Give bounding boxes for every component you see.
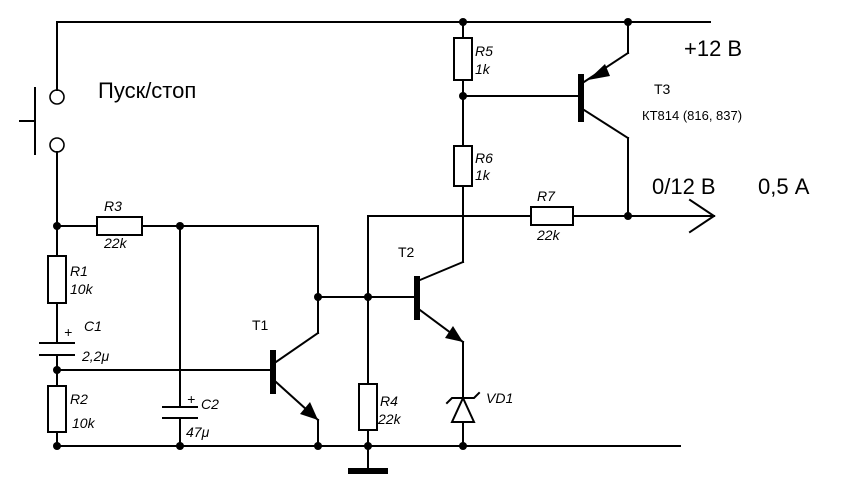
r3-name: R3 <box>104 198 122 214</box>
r3-value: 22k <box>103 235 128 251</box>
r5-resistor <box>453 37 473 81</box>
r4-resistor <box>358 383 378 431</box>
vd1-zener-diode <box>445 391 481 423</box>
output-current-label: 0,5 А <box>758 174 810 199</box>
t1-transistor <box>270 331 320 422</box>
r6-value: 1k <box>475 167 491 183</box>
t3-part-number: КТ814 (816, 837) <box>642 108 742 123</box>
junction-dots <box>53 18 632 450</box>
r7-value: 22k <box>536 227 561 243</box>
c2-capacitor <box>162 406 198 419</box>
supply-voltage-label: +12 В <box>684 36 742 61</box>
ground-icon <box>348 445 388 474</box>
r2-value: 10k <box>72 415 96 431</box>
t1-label: T1 <box>252 317 269 333</box>
output-voltage-label: 0/12 В <box>652 174 716 199</box>
t3-transistor <box>578 51 630 140</box>
c1-polarity: + <box>64 324 72 340</box>
start-stop-switch <box>19 87 65 155</box>
r5-value: 1k <box>475 61 491 77</box>
r2-name: R2 <box>70 391 88 407</box>
c2-value: 47μ <box>186 424 210 440</box>
t3-label: T3 <box>654 81 671 97</box>
r7-resistor <box>530 206 574 226</box>
r5-name: R5 <box>475 43 493 59</box>
r2-resistor <box>47 385 67 433</box>
c1-value: 2,2μ <box>81 348 109 364</box>
r1-resistor <box>47 255 67 304</box>
r1-name: R1 <box>70 263 88 279</box>
c2-polarity: + <box>187 391 195 407</box>
r1-value: 10k <box>70 281 94 297</box>
r7-name: R7 <box>537 188 556 204</box>
vd1-label: VD1 <box>486 390 513 406</box>
output-arrow-icon <box>688 198 716 234</box>
r4-name: R4 <box>380 393 398 409</box>
c1-capacitor <box>39 342 75 356</box>
c1-name: C1 <box>84 318 102 334</box>
r6-resistor <box>453 145 473 187</box>
t2-transistor <box>414 276 465 344</box>
c2-name: C2 <box>201 396 219 412</box>
t2-label: T2 <box>398 244 415 260</box>
r6-name: R6 <box>475 150 493 166</box>
r4-value: 22k <box>377 411 402 427</box>
start-stop-label: Пуск/стоп <box>98 78 196 103</box>
r3-resistor <box>96 216 143 236</box>
